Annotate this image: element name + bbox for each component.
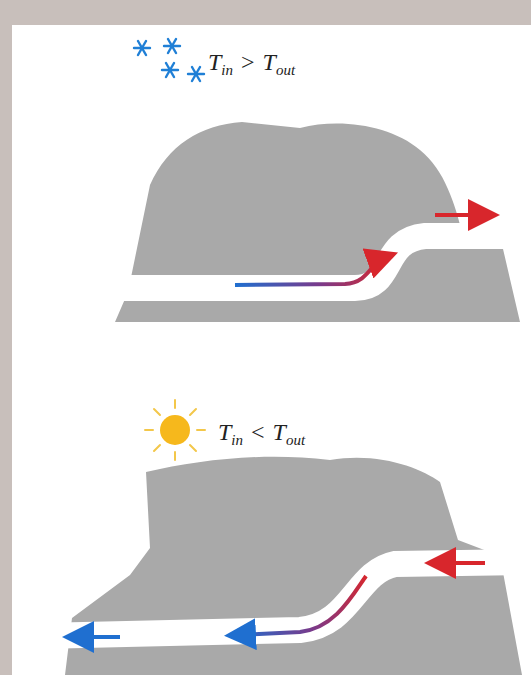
snowflakes bbox=[134, 39, 204, 81]
subscript: in bbox=[231, 432, 243, 448]
passage-end bbox=[118, 284, 126, 286]
temperature-symbol: T bbox=[208, 49, 221, 75]
airflow-arrow bbox=[235, 258, 383, 285]
cold-air-arrow bbox=[78, 635, 120, 639]
cave-passage bbox=[100, 236, 531, 288]
subscript: out bbox=[276, 62, 295, 78]
cave-passage bbox=[40, 562, 531, 636]
temperature-symbol: T bbox=[263, 49, 276, 75]
subscript: in bbox=[221, 62, 233, 78]
temperature-relation: Tin < Tout bbox=[218, 420, 305, 448]
subscript: out bbox=[286, 432, 305, 448]
warm-air-arrow bbox=[440, 561, 485, 565]
sun bbox=[145, 400, 205, 460]
comparison-sign: < bbox=[251, 419, 265, 445]
comparison-sign: > bbox=[241, 49, 255, 75]
airflow-arrow bbox=[240, 576, 366, 635]
warm-air-arrow bbox=[435, 213, 484, 217]
panel-ground bbox=[12, 25, 531, 675]
temperature-symbol: T bbox=[218, 419, 231, 445]
temperature-relation: Tin > Tout bbox=[208, 50, 295, 78]
temperature-symbol: T bbox=[273, 419, 286, 445]
